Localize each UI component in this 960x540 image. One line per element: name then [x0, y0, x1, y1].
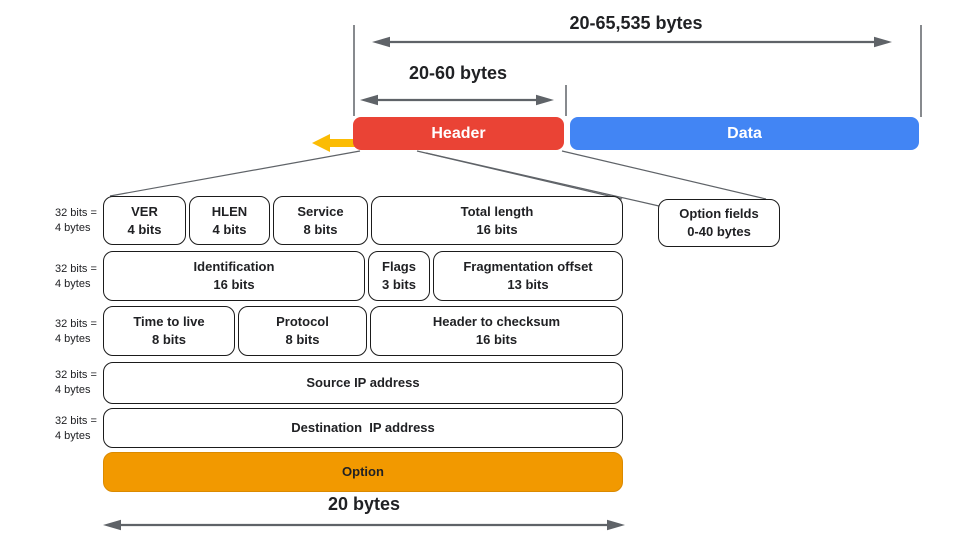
- explode-arrow-icon: [312, 134, 358, 152]
- option-fields-box: Option fields 0-40 bytes: [658, 199, 780, 247]
- header-box: Header: [353, 117, 564, 150]
- row-bit-label: 32 bits =4 bytes: [55, 263, 97, 290]
- callout-lines: [109, 150, 767, 207]
- callout-line: [425, 152, 660, 207]
- data-box: Data: [570, 117, 919, 150]
- header-bytes-arrow: [103, 519, 625, 531]
- row-bit-label: 32 bits =4 bytes: [55, 318, 97, 345]
- callout-line: [109, 150, 361, 197]
- header-length-label: 20-60 bytes: [408, 63, 508, 83]
- header-length-arrow: [360, 94, 554, 106]
- packet-length-label: 20-65,535 bytes: [569, 13, 703, 33]
- header-box-label: Header: [431, 124, 486, 142]
- row-bit-label: 32 bits =4 bytes: [55, 415, 97, 442]
- packet-length-arrow: [372, 36, 892, 48]
- header-bytes-label: 20 bytes: [327, 494, 401, 514]
- row-bit-label: 32 bits =4 bytes: [55, 207, 97, 234]
- header-field-row: Option: [103, 452, 623, 492]
- data-box-label: Data: [727, 124, 762, 142]
- field-destination-ip: Destination IP address: [103, 408, 623, 448]
- callout-line: [561, 150, 767, 200]
- header-field-row: Destination IP address: [103, 408, 623, 448]
- field-option: Option: [103, 452, 623, 492]
- row-bit-label: 32 bits =4 bytes: [55, 369, 97, 396]
- field-source-ip: Source IP address: [103, 362, 623, 404]
- header-field-row: Source IP address: [103, 362, 623, 404]
